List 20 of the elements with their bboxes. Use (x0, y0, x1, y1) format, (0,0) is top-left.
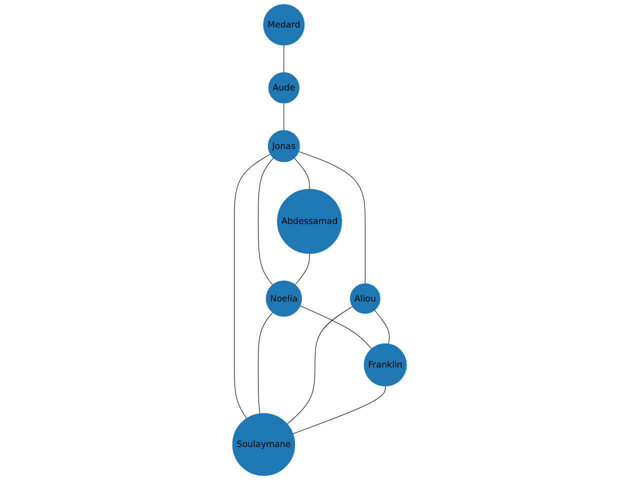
connector (293, 386, 386, 434)
node-circle: Franklin (364, 343, 408, 386)
node-circle: Soulaymane (232, 413, 296, 476)
node-circle: Medard (264, 4, 306, 46)
node-circle: Abdessamad (278, 188, 342, 254)
connector (295, 253, 310, 286)
connector (234, 154, 272, 419)
connector (300, 306, 372, 350)
node-circle: Noelia (266, 280, 302, 317)
connector (287, 306, 354, 424)
connector (374, 310, 390, 344)
node-circle: Aude (268, 72, 300, 104)
connector (258, 312, 274, 414)
connector (284, 102, 285, 131)
node-circle: Aliou (350, 283, 381, 314)
connector (298, 151, 366, 284)
connector (284, 45, 285, 73)
node-circle: Jonas (268, 130, 300, 162)
connector (258, 158, 274, 286)
connector (294, 158, 310, 190)
